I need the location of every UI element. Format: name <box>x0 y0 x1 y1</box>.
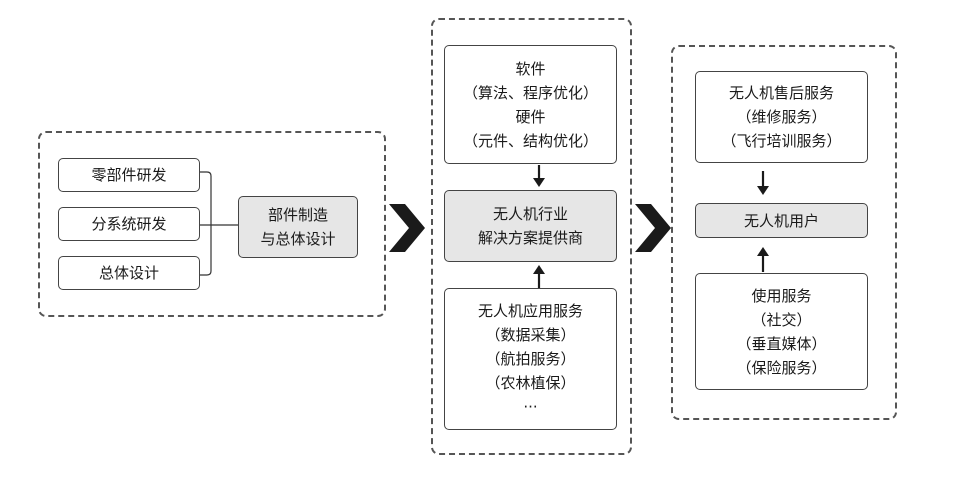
stage3-drone-users-box: 无人机用户 <box>695 203 868 238</box>
stage3-top-line: 无人机售后服务 <box>728 84 834 102</box>
arrow-up-icon <box>757 247 769 272</box>
stage2-software-hardware-box: 软件 （算法、程序优化） 硬件 （元件、结构优化） <box>444 45 617 164</box>
stage2-solution-provider-box: 无人机行业 解决方案提供商 <box>444 190 617 262</box>
stage1-result-line: 与总体设计 <box>260 230 336 248</box>
stage1-item-label: 分系统研发 <box>91 215 167 233</box>
chevron-right-icon <box>635 204 671 252</box>
stage2-bottom-line: ··· <box>523 398 538 416</box>
stage3-bottom-line: 使用服务 <box>751 286 812 305</box>
arrow-down-icon <box>533 165 545 187</box>
stage2-bottom-line: （农林植保） <box>485 374 576 392</box>
stage1-item-subsystem-rd: 分系统研发 <box>58 207 200 241</box>
stage2-application-services-box: 无人机应用服务 （数据采集） （航拍服务） （农林植保） ··· <box>444 288 617 430</box>
stage2-bottom-line: （航拍服务） <box>485 350 576 368</box>
stage3-bottom-line: （社交） <box>751 310 812 329</box>
stage3-bottom-line: （保险服务） <box>736 358 827 377</box>
stage2-top-line: （元件、结构优化） <box>462 131 598 150</box>
stage2-center-line: 无人机行业 <box>492 205 568 223</box>
arrow-up-icon <box>533 265 545 288</box>
stage2-bottom-line: 无人机应用服务 <box>477 302 583 320</box>
stage2-container <box>431 18 632 455</box>
stage1-item-overall-design: 总体设计 <box>58 256 200 290</box>
stage2-center-line: 解决方案提供商 <box>477 229 583 247</box>
stage1-result-line: 部件制造 <box>267 206 328 224</box>
arrow-down-icon <box>757 171 769 195</box>
stage1-item-label: 零部件研发 <box>91 166 167 184</box>
stage3-top-line: （飞行培训服务） <box>721 132 842 150</box>
stage2-top-line: 软件 <box>515 59 546 78</box>
stage3-container <box>671 45 897 420</box>
stage3-top-line: （维修服务） <box>736 108 827 126</box>
stage2-top-line: （算法、程序优化） <box>462 83 598 102</box>
stage2-top-line: 硬件 <box>515 107 546 126</box>
stage1-item-label: 总体设计 <box>98 264 159 282</box>
stage3-bottom-line: （垂直媒体） <box>736 334 827 353</box>
stage1-item-component-rd: 零部件研发 <box>58 158 200 192</box>
stage3-center-label: 无人机用户 <box>743 211 819 230</box>
stage1-container <box>38 131 386 317</box>
chevron-right-icon <box>389 204 425 252</box>
stage1-result-box: 部件制造 与总体设计 <box>238 196 358 258</box>
stage2-bottom-line: （数据采集） <box>485 326 576 344</box>
stage3-after-sales-box: 无人机售后服务 （维修服务） （飞行培训服务） <box>695 71 868 163</box>
stage3-usage-services-box: 使用服务 （社交） （垂直媒体） （保险服务） <box>695 273 868 390</box>
